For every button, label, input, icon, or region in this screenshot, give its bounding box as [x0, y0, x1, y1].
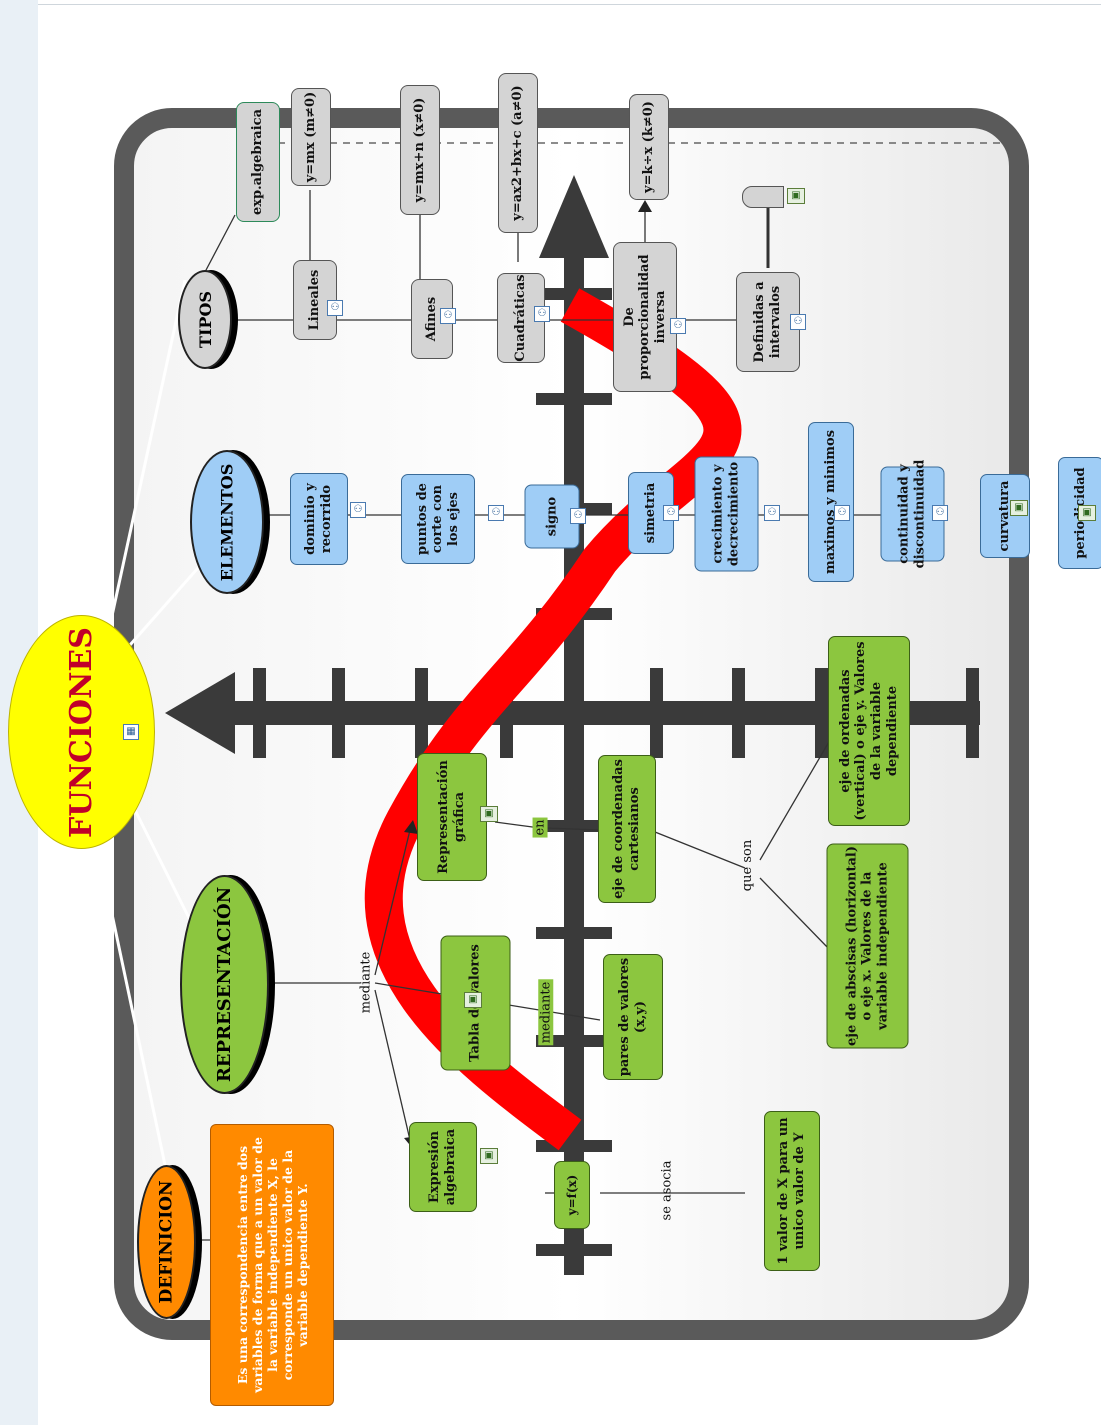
eje-coordenadas-node[interactable]: eje de coordenadas cartesianos [598, 755, 656, 903]
image-attachment-icon[interactable]: ▣ [1078, 505, 1096, 521]
link-en: en [532, 817, 548, 838]
link-que-son: que son [740, 839, 756, 892]
elemento-maximos[interactable]: maximos y minimos [808, 422, 854, 582]
submap-icon[interactable]: ⚇ [350, 502, 366, 518]
submap-icon[interactable]: ⚇ [790, 314, 806, 330]
elemento-puntos-corte[interactable]: puntos de corte con los ejes [401, 474, 475, 564]
link-mediante-2: mediante [538, 979, 554, 1046]
top-divider [38, 4, 1101, 5]
yfx-node[interactable]: y=f(x) [554, 1161, 590, 1229]
submap-icon[interactable]: ⚇ [327, 300, 343, 316]
elementos-node[interactable]: ELEMENTOS [190, 450, 264, 594]
submap-icon[interactable]: ⚇ [440, 308, 456, 324]
definicion-node[interactable]: DEFINICION [137, 1165, 196, 1319]
image-attachment-icon[interactable]: ▣ [480, 1148, 498, 1164]
sine-curve [364, 288, 742, 1151]
expresion-node[interactable]: Expresión algebraica [409, 1122, 477, 1212]
image-attachment-icon[interactable]: ▣ [480, 806, 498, 822]
definition-box[interactable]: Es una correspondencia entre dos variabl… [210, 1124, 334, 1406]
y-axis-arrow [539, 175, 609, 258]
image-attachment-icon[interactable]: ▣ [464, 992, 482, 1008]
tipos-node[interactable]: TIPOS [178, 270, 232, 369]
grafica-node[interactable]: Representación gráfica [417, 753, 487, 881]
x-axis-arrow [165, 672, 235, 754]
link-mediante: mediante [358, 951, 374, 1014]
central-topic-label: FUNCIONES [64, 626, 100, 838]
image-attachment-icon[interactable]: ▣ [787, 188, 805, 204]
tipo-exp-algebraica[interactable]: exp.algebraica [236, 102, 280, 222]
formula-cuadraticas[interactable]: y=ax2+bx+c (a≠0) [498, 73, 538, 233]
image-attachment-icon[interactable]: ▣ [1010, 500, 1028, 516]
formula-proporcionalidad[interactable]: y=k÷x (k≠0) [629, 94, 669, 200]
intervalos-sub-node[interactable] [742, 186, 784, 208]
pares-node[interactable]: pares de valores (x,y) [603, 954, 663, 1080]
submap-icon[interactable]: ⚇ [534, 306, 550, 322]
submap-icon[interactable]: ⚇ [834, 505, 850, 521]
submap-icon[interactable]: ⚇ [670, 318, 686, 334]
link-se-asocia: se asocia [659, 1160, 675, 1221]
map-icon[interactable]: ▦ [123, 724, 139, 740]
formula-afines[interactable]: y=mx+n (x≠0) [400, 85, 440, 215]
representacion-node[interactable]: REPRESENTACIÓN [180, 875, 269, 1094]
ordenadas-node[interactable]: eje de ordenadas (vertical) o eje y. Val… [828, 636, 910, 826]
elemento-dominio[interactable]: dominio y recorrido [290, 473, 348, 565]
submap-icon[interactable]: ⚇ [488, 505, 504, 521]
tipo-proporcionalidad[interactable]: De proporcionalidad inversa [613, 242, 677, 392]
submap-icon[interactable]: ⚇ [764, 505, 780, 521]
formula-lineales[interactable]: y=mx (m≠0) [291, 88, 331, 186]
submap-icon[interactable]: ⚇ [570, 508, 586, 524]
submap-icon[interactable]: ⚇ [663, 505, 679, 521]
elemento-crecimiento[interactable]: crecimiento y decrecimiento [694, 456, 759, 572]
valor-xy-node[interactable]: 1 valor de X para un unico valor de Y [764, 1111, 820, 1271]
abscisas-node[interactable]: eje de abscisas (horizontal) o eje x. Va… [826, 843, 909, 1049]
elemento-curvatura[interactable]: curvatura [980, 474, 1030, 558]
submap-icon[interactable]: ⚇ [932, 505, 948, 521]
